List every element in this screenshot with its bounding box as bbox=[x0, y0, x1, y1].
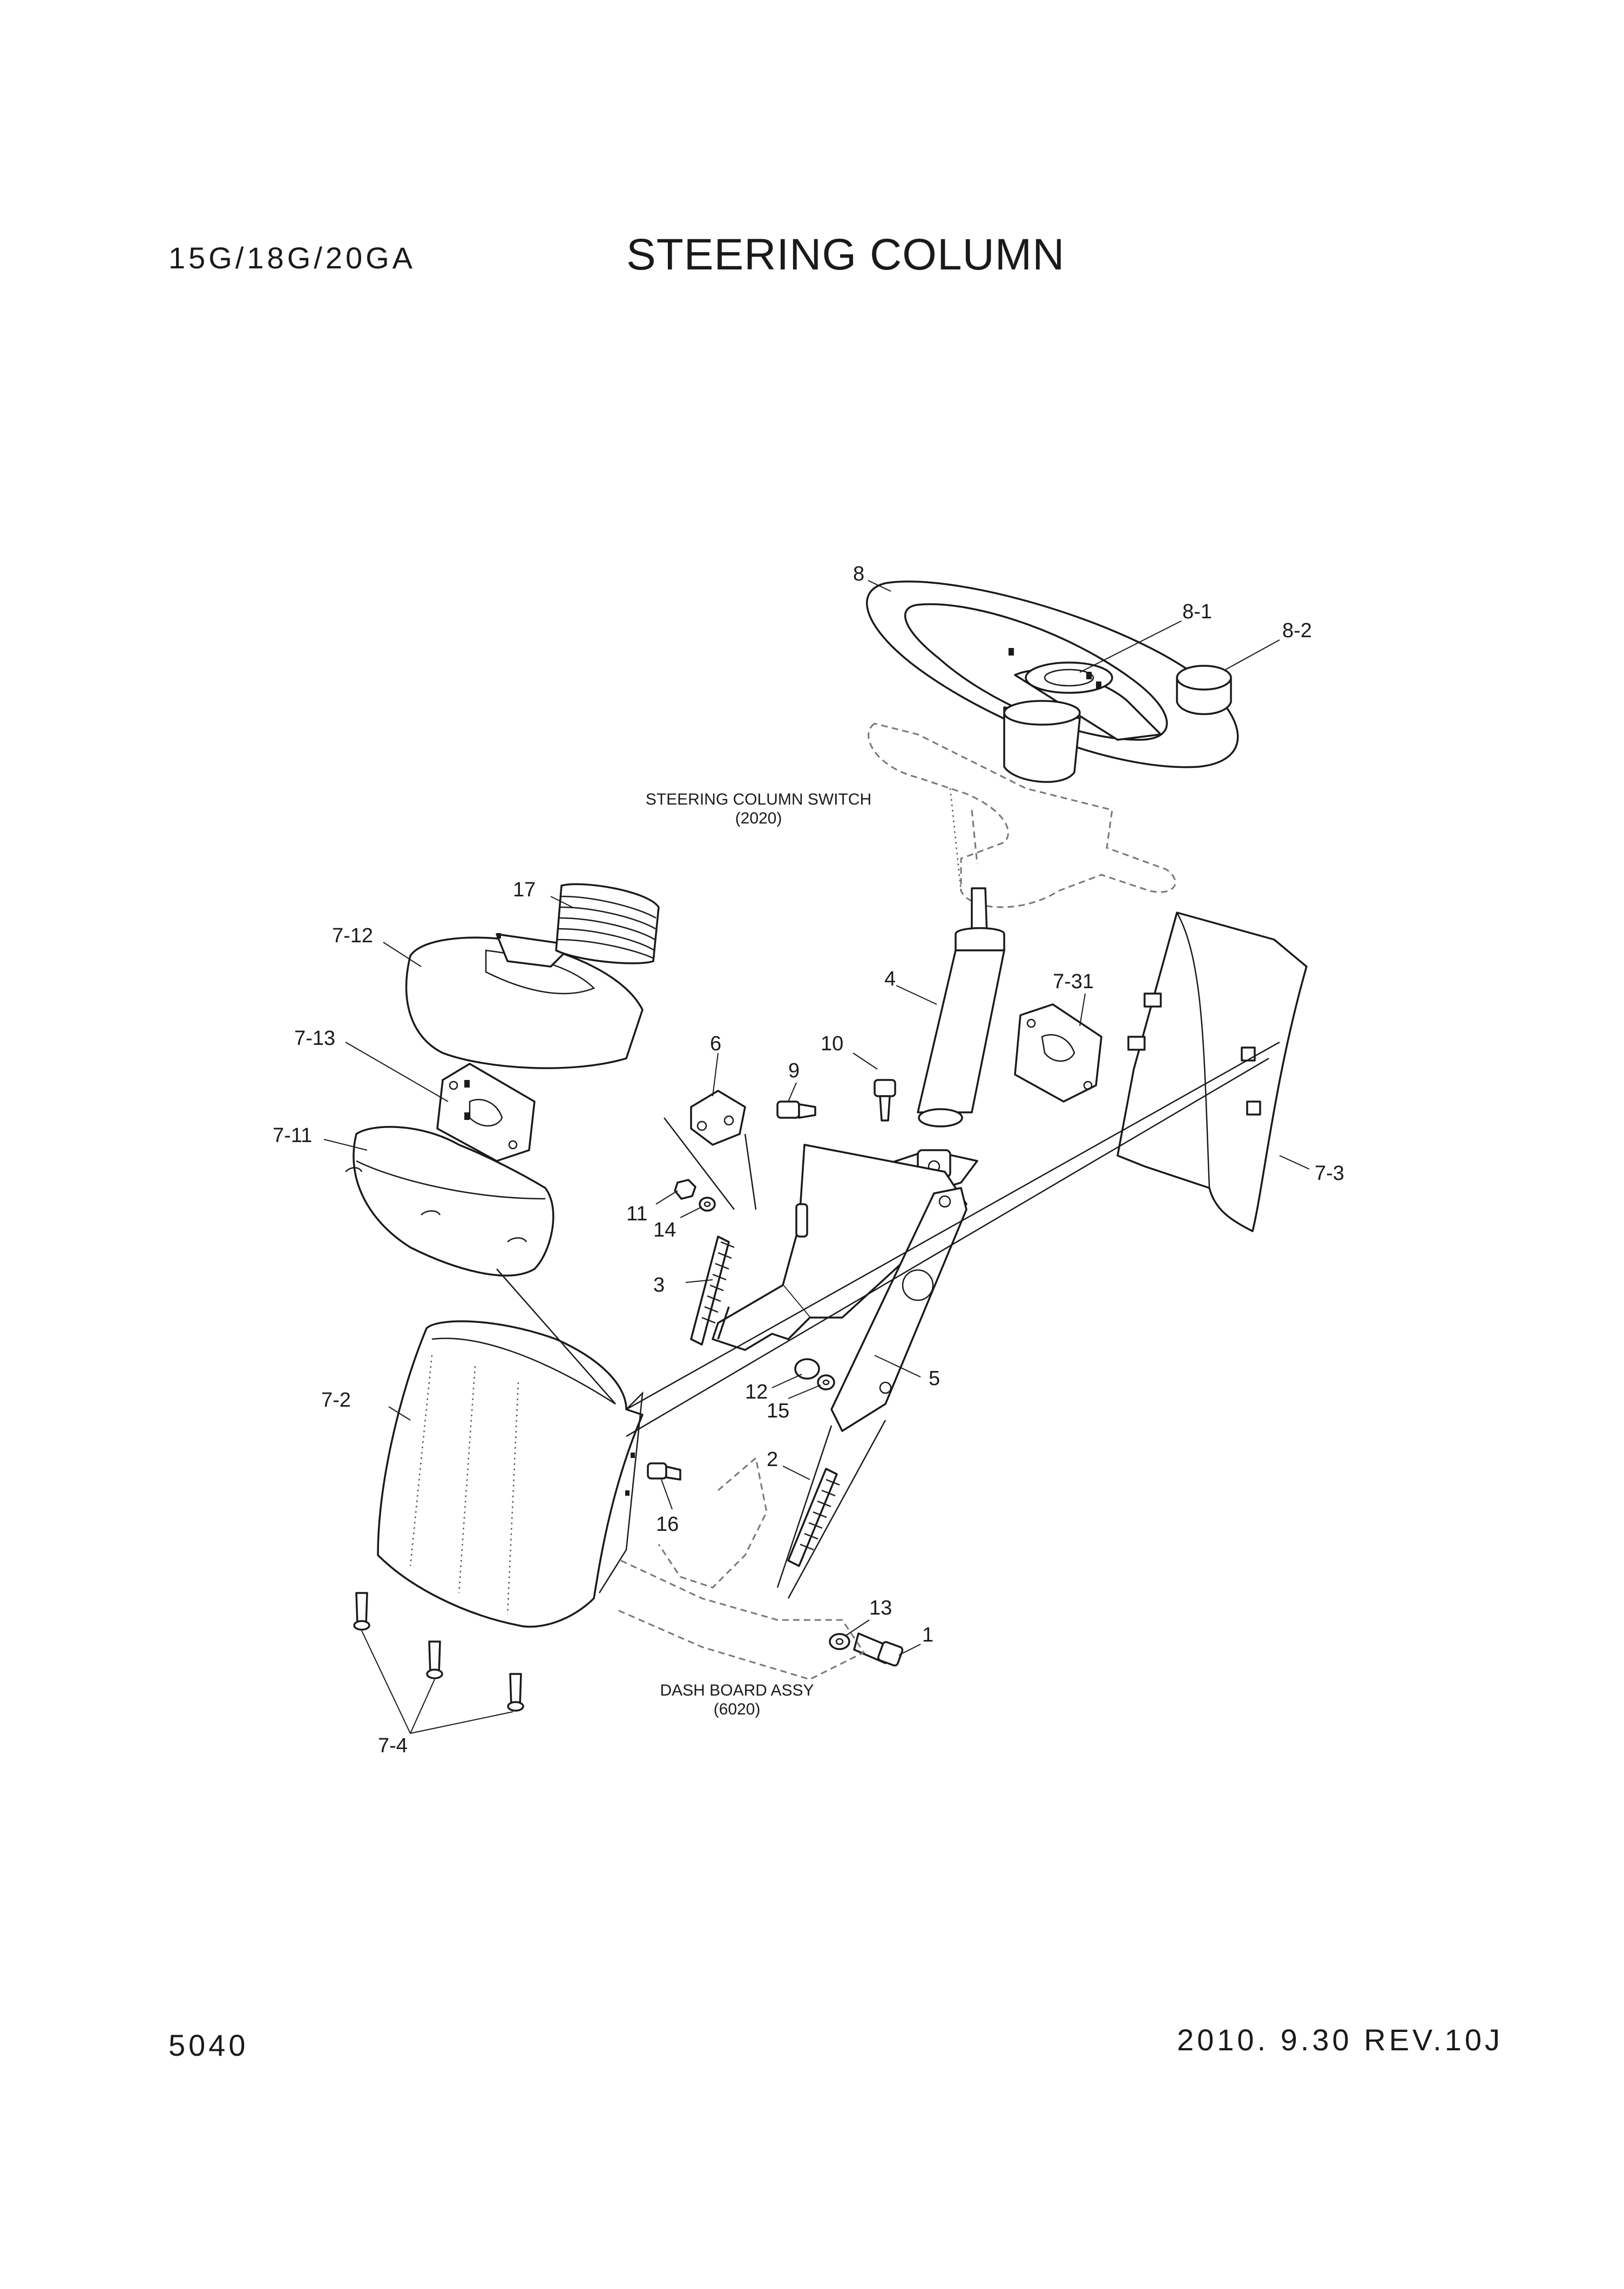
callout-labels: 8 8-1 8-2 4 7-31 6 9 10 17 7-12 7-13 7-1… bbox=[273, 563, 1344, 1757]
column-cover-7-3[interactable] bbox=[1116, 911, 1308, 1232]
gas-spring-3[interactable] bbox=[690, 1235, 735, 1346]
callout-7-4: 7-4 bbox=[378, 1734, 408, 1757]
page-title: STEERING COLUMN bbox=[626, 230, 1065, 279]
tilt-plate[interactable] bbox=[830, 1187, 967, 1432]
bolt-1[interactable] bbox=[853, 1632, 904, 1667]
dash-board-ref-name: DASH BOARD ASSY bbox=[660, 1682, 814, 1699]
washer-13[interactable] bbox=[829, 1633, 850, 1650]
dash-board-ref-code: (6020) bbox=[714, 1700, 761, 1718]
screw-7-4-b[interactable] bbox=[426, 1640, 443, 1679]
callout-12: 12 bbox=[745, 1381, 768, 1403]
callout-13: 13 bbox=[869, 1597, 892, 1619]
nut-11[interactable] bbox=[674, 1179, 696, 1200]
leader-lines bbox=[323, 580, 1310, 1734]
callout-17: 17 bbox=[513, 879, 536, 901]
steering-switch-ref-code: (2020) bbox=[735, 809, 782, 827]
lower-shroud-7-2[interactable] bbox=[377, 1320, 644, 1628]
callout-7-11: 7-11 bbox=[273, 1124, 312, 1147]
page-number: 5040 bbox=[168, 2028, 249, 2062]
callout-8-1: 8-1 bbox=[1182, 600, 1212, 623]
callout-7-13: 7-13 bbox=[294, 1027, 335, 1050]
callout-16: 16 bbox=[656, 1513, 679, 1536]
tilt-frame[interactable] bbox=[712, 1144, 967, 1351]
callout-8-2: 8-2 bbox=[1282, 619, 1312, 642]
callout-7-2: 7-2 bbox=[321, 1389, 351, 1412]
washer-15[interactable] bbox=[817, 1374, 835, 1390]
washer-14[interactable] bbox=[699, 1197, 716, 1212]
lower-ring-7-11[interactable] bbox=[345, 1126, 554, 1277]
steering-knob[interactable] bbox=[1176, 665, 1232, 715]
shroud-bracket-7-31[interactable] bbox=[1014, 1003, 1102, 1103]
steering-switch-ref-name: STEERING COLUMN SWITCH bbox=[646, 791, 871, 808]
callout-6: 6 bbox=[710, 1032, 721, 1055]
bolt-10[interactable] bbox=[874, 1079, 896, 1122]
callout-1: 1 bbox=[922, 1624, 933, 1646]
callout-10: 10 bbox=[821, 1032, 843, 1055]
callout-11: 11 bbox=[626, 1203, 647, 1225]
callout-7-12: 7-12 bbox=[332, 924, 373, 947]
mounting-bracket[interactable] bbox=[690, 1090, 746, 1146]
callout-8: 8 bbox=[853, 563, 864, 585]
callout-9: 9 bbox=[788, 1059, 800, 1082]
boot-17[interactable] bbox=[555, 883, 660, 964]
callout-15: 15 bbox=[767, 1400, 789, 1422]
callout-3: 3 bbox=[653, 1274, 665, 1297]
screw-7-4-c[interactable] bbox=[507, 1673, 524, 1712]
upper-shroud-7-12[interactable] bbox=[405, 933, 644, 1069]
bolt-16[interactable] bbox=[647, 1462, 681, 1481]
shroud-bracket-7-13[interactable] bbox=[436, 1063, 536, 1162]
callout-14: 14 bbox=[653, 1219, 676, 1241]
steering-column-switch-outline bbox=[868, 723, 1176, 908]
assembly-guide-lines bbox=[496, 788, 1280, 1599]
callout-5: 5 bbox=[929, 1367, 940, 1390]
callout-7-3: 7-3 bbox=[1315, 1162, 1344, 1185]
screw-7-4-a[interactable] bbox=[353, 1592, 370, 1631]
dash-board-outline bbox=[615, 1456, 865, 1680]
revision-date: 2010. 9.30 REV.10J bbox=[1177, 2023, 1504, 2057]
callout-7-31: 7-31 bbox=[1053, 970, 1094, 993]
steering-wheel[interactable] bbox=[865, 580, 1239, 783]
bolt-9[interactable] bbox=[776, 1100, 816, 1119]
callout-4: 4 bbox=[884, 968, 896, 990]
spring-2[interactable] bbox=[787, 1468, 840, 1567]
reference-notes: STEERING COLUMN SWITCH (2020) DASH BOARD… bbox=[646, 791, 871, 1718]
nut-12[interactable] bbox=[794, 1358, 820, 1380]
model-designation: 15G/18G/20GA bbox=[168, 241, 416, 275]
callout-2: 2 bbox=[767, 1448, 778, 1471]
